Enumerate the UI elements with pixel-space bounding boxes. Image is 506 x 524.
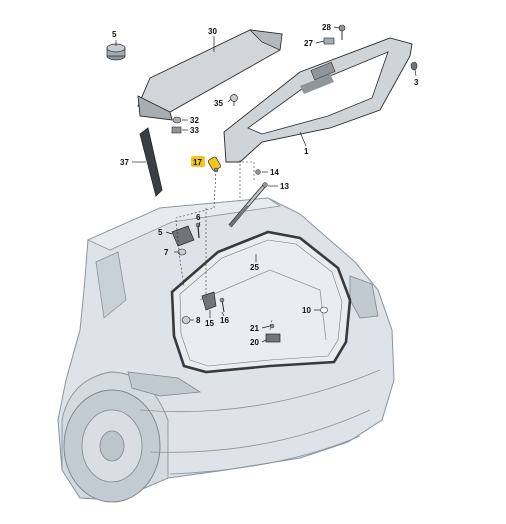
callout-10: 10 [302, 306, 311, 315]
bumper-line-upper [139, 369, 381, 413]
callout-20: 20 [250, 338, 259, 347]
highlighted-part-17 [207, 156, 221, 173]
assembly-lines [175, 160, 273, 331]
trunk-floor-line [199, 269, 327, 341]
callout-3: 3 [414, 78, 419, 87]
callout-17-highlight [191, 156, 205, 167]
plug-part-8 [181, 316, 191, 324]
screw-part [338, 24, 346, 40]
bumper-line-bottom [169, 435, 361, 475]
bumper-stop-part [410, 61, 418, 71]
tailgate-seal [170, 230, 352, 374]
callout-16: 16 [220, 316, 229, 325]
nut-part-32 [172, 116, 182, 124]
callout-31: 5 [112, 30, 117, 39]
plug-part-10 [320, 306, 328, 314]
screw-part-14 [255, 169, 261, 175]
callout-14: 14 [270, 168, 279, 177]
car-body [57, 197, 395, 503]
callout-15: 15 [205, 319, 214, 328]
tailgate-inner-shade [300, 74, 334, 94]
callout-5: 5 [158, 228, 163, 237]
tailgate-seal-inner [179, 239, 343, 367]
callout-33: 33 [190, 126, 199, 135]
callout-17: 17 [193, 158, 202, 167]
rear-wheel-hub [99, 430, 125, 462]
tail-light-left [127, 371, 202, 397]
spoiler-top [137, 29, 283, 113]
callout-37: 37 [120, 158, 129, 167]
callout-27: 27 [304, 39, 313, 48]
cap-part [106, 43, 126, 61]
tail-light-right [349, 275, 379, 319]
callout-32: 32 [190, 116, 199, 125]
callout-21: 21 [250, 324, 259, 333]
leader-lines [115, 26, 417, 343]
retainer-clip-part [230, 94, 238, 106]
callout-1: 1 [304, 147, 309, 156]
car-roof [87, 197, 282, 251]
bumper-line-lower [149, 409, 371, 453]
callout-25: 25 [250, 263, 259, 272]
callout-35: 35 [214, 99, 223, 108]
spoiler-edge-shade [249, 29, 283, 51]
rear-spoiler [137, 29, 283, 121]
tailgate-bracket [310, 61, 336, 81]
clip-part [323, 37, 335, 45]
nut-part-33 [171, 126, 182, 134]
gas-strut [228, 182, 268, 228]
latch-part [201, 291, 217, 311]
spoiler-front [137, 95, 173, 121]
callout-30: 30 [208, 27, 217, 36]
callout-28: 28 [322, 23, 331, 32]
trim-panel [139, 127, 163, 197]
callout-7: 7 [164, 248, 169, 257]
side-window [95, 251, 127, 319]
callout-labels: 5 30 28 27 3 35 32 33 37 1 17 14 13 6 5 … [112, 23, 419, 347]
callout-8: 8 [196, 316, 201, 325]
callout-6: 6 [196, 213, 201, 222]
hinge-part [171, 225, 195, 247]
callout-13: 13 [280, 182, 289, 191]
screw-part-16 [219, 297, 225, 313]
